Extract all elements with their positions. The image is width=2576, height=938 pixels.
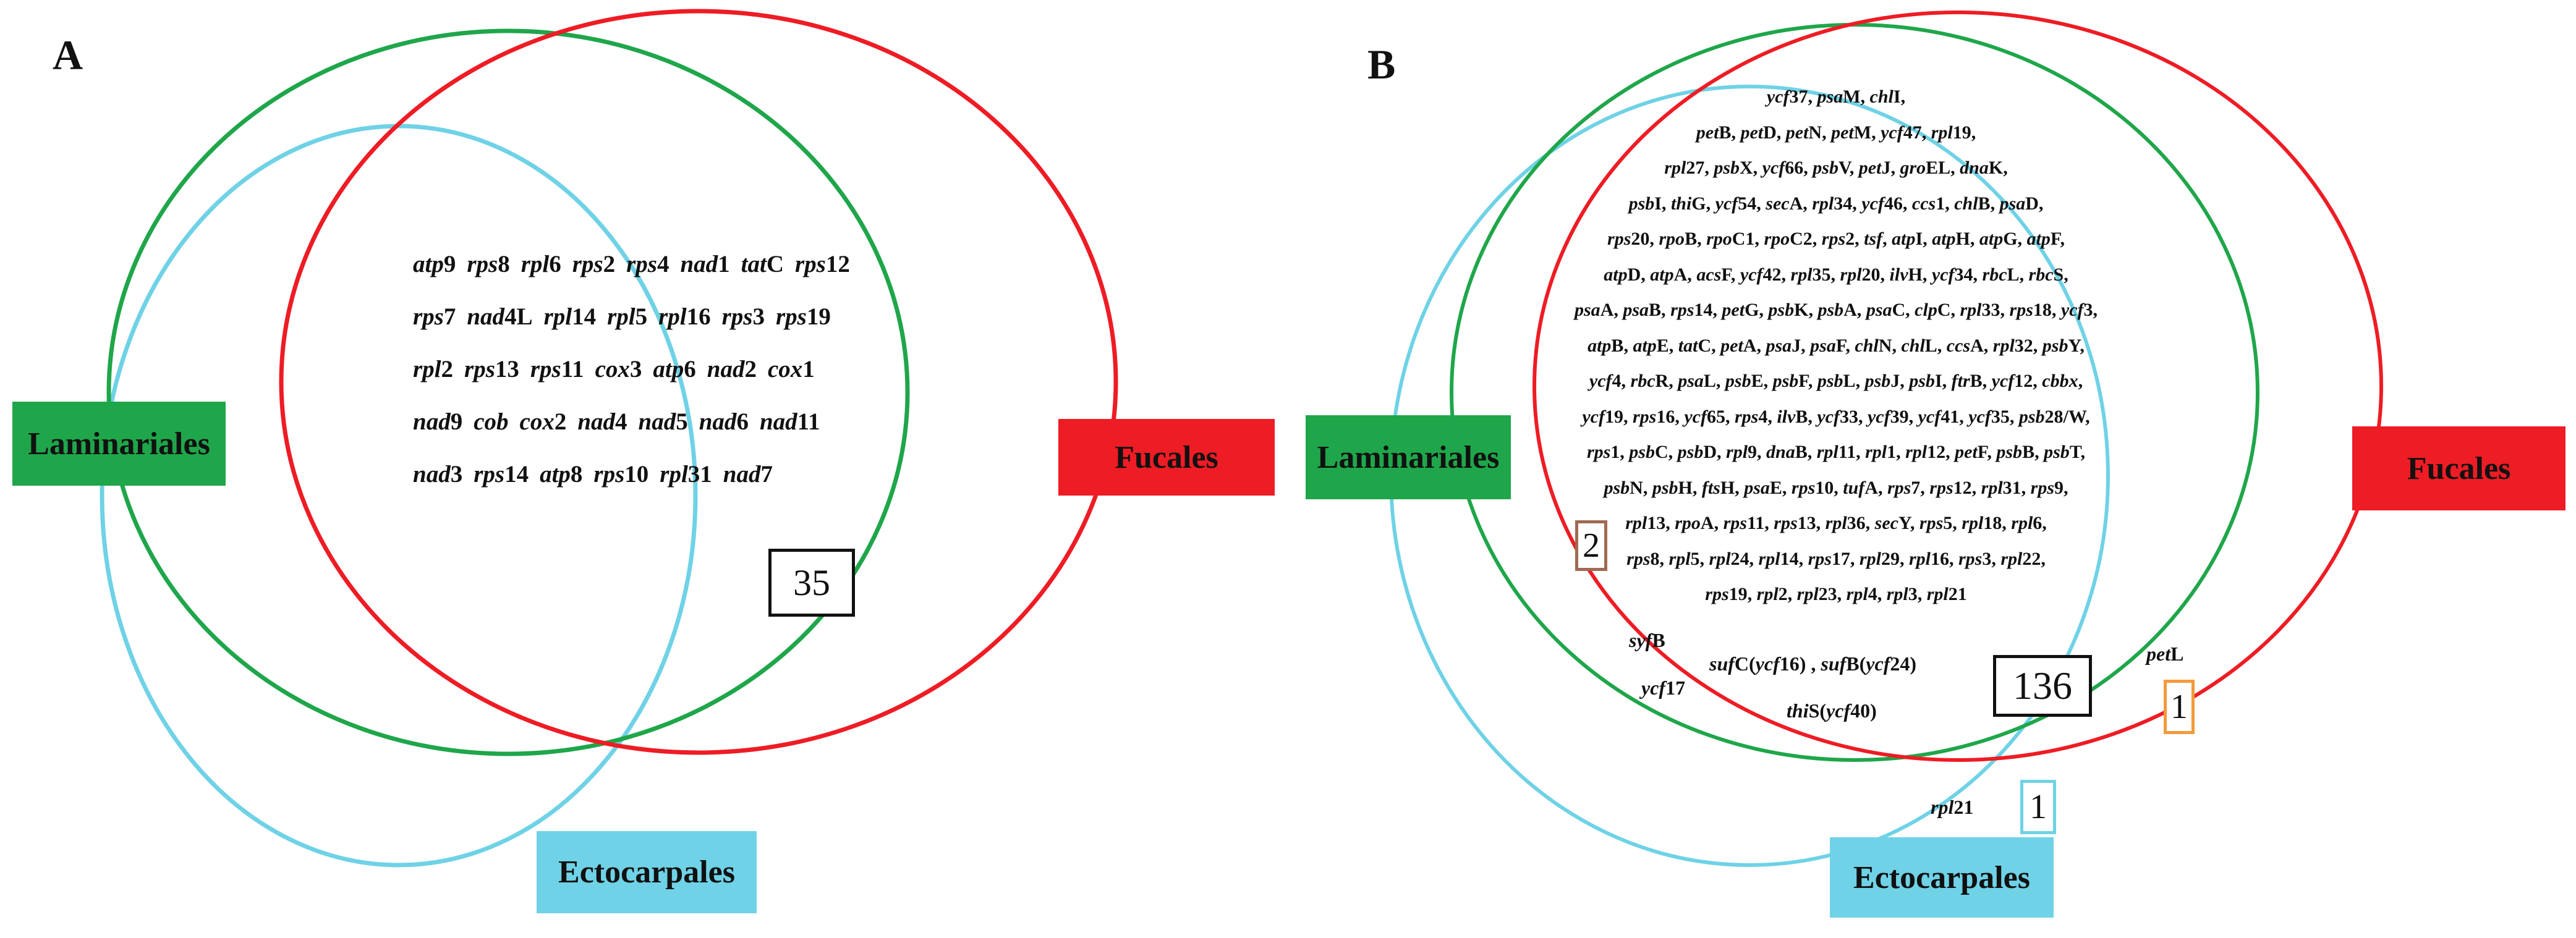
gene-line-b: ycf4, rbcR, psaL, psbE, psbF, psbL, psbJ… xyxy=(1589,371,2083,391)
panel-b: B Laminariales Fucales Ectocarpales ycf3… xyxy=(1298,0,2576,938)
gene-label: rps11 xyxy=(530,356,584,382)
gene-label: rps14 xyxy=(474,461,529,488)
panel-letter-a: A xyxy=(53,32,83,78)
gene-line-b: rpl13, rpoA, rps11, rps13, rpl36, secY, … xyxy=(1625,513,2047,533)
gene-label: rps8 xyxy=(467,251,510,277)
gene-label: rpl31 xyxy=(660,461,712,488)
gene-line-b: ycf37, psaM, chlI, xyxy=(1766,87,1906,107)
lam-ecto-center-gene-1: sufC(ycf16) , sufB(ycf24) xyxy=(1709,653,1917,675)
gene-label: cox1 xyxy=(767,356,815,382)
gene-label: nad4L xyxy=(467,303,533,330)
label-ectocarpales-a: Ectocarpales xyxy=(537,831,757,913)
gene-label: cob xyxy=(474,408,509,435)
lam-ellipse-a xyxy=(106,28,910,756)
count-box-lam-ecto: 2 xyxy=(1575,520,1607,571)
label-laminariales-a: Laminariales xyxy=(12,402,226,486)
gene-line-b: psaA, psaB, rps14, petG, psbK, psbA, psa… xyxy=(1575,300,2098,320)
gene-line-b: atpB, atpE, tatC, petA, psaJ, psaF, chlN… xyxy=(1588,335,2085,356)
gene-label: rpl5 xyxy=(607,303,648,330)
venn-circles-a xyxy=(100,9,1118,868)
gene-row-a: rps7 nad4L rpl14 rpl5 rpl16 rps3 rps19 xyxy=(413,303,831,331)
count-box-all-a: 35 xyxy=(768,549,855,617)
gene-row-a: nad9 cob cox2 nad4 nad5 nad6 nad11 xyxy=(413,408,820,436)
gene-label: nad11 xyxy=(759,408,820,435)
lam-ecto-gene-1: syfB xyxy=(1629,629,1665,651)
label-ectocarpales-b: Ectocarpales xyxy=(1830,837,2054,918)
gene-label: rps10 xyxy=(593,461,649,488)
gene-label: rps2 xyxy=(572,251,616,277)
fuc-ellipse-a xyxy=(279,9,1118,755)
gene-line-b: rps1, psbC, psbD, rpl9, dnaB, rpl11, rpl… xyxy=(1586,442,2086,462)
gene-label: atp6 xyxy=(653,356,696,382)
gene-label: atp9 xyxy=(413,251,456,277)
gene-label: rps19 xyxy=(775,303,831,330)
gene-line-b: rpl27, psbX, ycf66, psbV, petJ, groEL, d… xyxy=(1664,158,2008,178)
gene-label: nad9 xyxy=(413,408,463,435)
label-laminariales-b: Laminariales xyxy=(1306,415,1511,499)
gene-row-a: atp9 rps8 rpl6 rps2 rps4 nad1 tatC rps12 xyxy=(413,250,850,278)
gene-line-b: rps8, rpl5, rpl24, rpl14, rps17, rpl29, … xyxy=(1626,548,2046,569)
gene-label: nad7 xyxy=(723,461,773,488)
gene-label: rpl14 xyxy=(543,303,597,330)
gene-label: rps7 xyxy=(413,303,456,330)
panel-letter-b: B xyxy=(1367,41,1396,88)
gene-label: cox2 xyxy=(519,408,567,435)
gene-label: nad6 xyxy=(699,408,749,435)
label-fucales-a: Fucales xyxy=(1058,419,1275,496)
ecto-ellipse-a xyxy=(100,124,698,868)
count-box-ecto-only: 1 xyxy=(2020,780,2056,834)
label-fucales-b: Fucales xyxy=(2352,426,2565,510)
lam-ecto-center-gene-2: thiS(ycf40) xyxy=(1787,699,1877,722)
gene-line-b: psbI, thiG, ycf54, secA, rpl34, ycf46, c… xyxy=(1628,193,2044,214)
gene-label: rps12 xyxy=(794,251,850,277)
gene-line-b: ycf19, rps16, ycf65, rps4, ilvB, ycf33, … xyxy=(1582,406,2090,427)
fuc-ellipse-b xyxy=(1532,11,2383,762)
gene-line-b: rps19, rpl2, rpl23, rpl4, rpl3, rpl21 xyxy=(1705,584,1967,604)
gene-label: rps4 xyxy=(626,251,670,277)
count-box-all-b: 136 xyxy=(1993,655,2092,717)
gene-label: atp8 xyxy=(540,461,583,488)
gene-label: nad2 xyxy=(707,356,757,382)
gene-label: nad1 xyxy=(680,251,730,277)
count-box-fuc-ecto: 1 xyxy=(2164,680,2195,734)
gene-line-b: atpD, atpA, acsF, ycf42, rpl35, rpl20, i… xyxy=(1604,264,2068,285)
gene-label: nad3 xyxy=(413,461,463,488)
gene-label: cox3 xyxy=(595,356,642,382)
gene-row-a: nad3 rps14 atp8 rps10 rpl31 nad7 xyxy=(413,460,773,488)
ecto-only-gene: rpl21 xyxy=(1931,796,1974,818)
lam-ecto-gene-2: ycf17 xyxy=(1641,677,1686,699)
gene-label: rps3 xyxy=(721,303,765,330)
gene-label: rpl2 xyxy=(413,356,454,382)
gene-line-b: psbN, psbH, ftsH, psaE, rps10, tufA, rps… xyxy=(1604,477,2068,498)
gene-line-b: petB, petD, petN, petM, ycf47, rpl19, xyxy=(1696,122,1976,143)
gene-line-b: rps20, rpoB, rpoC1, rpoC2, rps2, tsf, at… xyxy=(1607,229,2065,249)
gene-label: nad5 xyxy=(638,408,688,435)
gene-label: tatC xyxy=(741,251,784,277)
panel-a: A Laminariales Fucales Ectocarpales atp9… xyxy=(12,9,1275,913)
gene-label: nad4 xyxy=(577,408,627,435)
gene-label: rpl16 xyxy=(658,303,711,330)
gene-label: rpl6 xyxy=(521,251,561,277)
gene-label: rps13 xyxy=(464,356,519,382)
gene-row-a: rpl2 rps13 rps11 cox3 atp6 nad2 cox1 xyxy=(413,355,815,383)
fuc-ecto-gene: petL xyxy=(2146,643,2184,665)
